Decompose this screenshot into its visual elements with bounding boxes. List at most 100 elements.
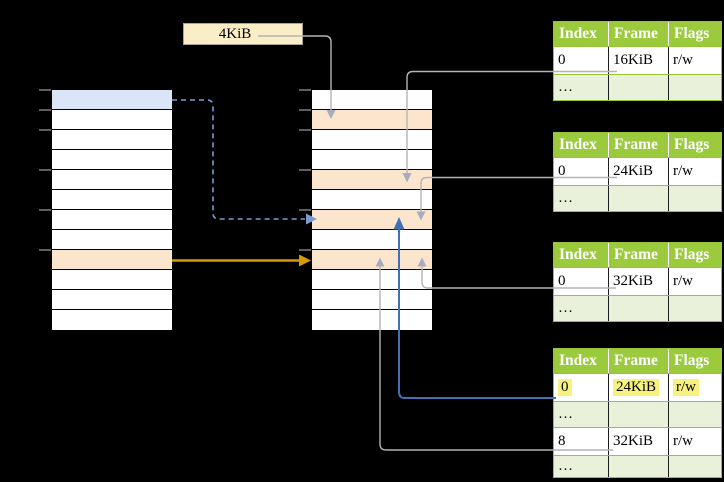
index-cell: 0 [554,268,609,295]
virtual-memory-column [51,89,173,332]
column-header-frame: Frame [609,22,669,46]
memory-row [52,90,172,110]
table-row: 0 32KiB r/w [554,267,721,295]
index-cell: 0 [554,158,609,185]
frame-cell: 16KiB [609,47,669,74]
address-tick [299,89,311,91]
memory-row [52,190,172,210]
address-tick [39,209,51,211]
table-row-ellipsis: … [554,455,721,477]
index-cell: … [554,456,609,477]
frame-row [312,130,432,150]
flags-cell [669,456,721,477]
flags-cell [669,186,721,211]
frame-row [312,270,432,290]
frame-cell [609,296,669,321]
frame-cell [609,402,669,427]
memory-row [52,150,172,170]
column-header-flags: Flags [674,25,710,42]
table-row-ellipsis: … [554,185,721,211]
address-tick [39,129,51,131]
frame-cell: 24KiB [609,374,669,401]
frame-cell [609,186,669,211]
table-header-row: Index Frame Flags [554,133,721,157]
frame-row [312,90,432,110]
page-table-3: Index Frame Flags 0 32KiB r/w … [553,242,722,322]
table-row: 0 16KiB r/w [554,46,721,74]
flags-cell: r/w [673,273,693,289]
memory-row [52,310,172,330]
frame-cell [609,456,669,477]
flags-cell: r/w [673,52,693,68]
index-cell: 8 [554,428,609,455]
flags-cell [669,296,721,321]
index-cell: … [554,75,609,100]
frame-row [312,170,432,190]
column-header-index: Index [554,133,609,157]
column-header-flags: Flags [674,136,710,153]
table-row-ellipsis: … [554,295,721,321]
table-header-row: Index Frame Flags [554,243,721,267]
frame-row [312,290,432,310]
page-size-label: 4KiB [183,23,303,45]
page-table-4: Index Frame Flags 0 24KiB r/w … 8 32KiB … [553,348,722,478]
frame-cell: 32KiB [609,428,669,455]
memory-row [52,170,172,190]
frame-row [312,150,432,170]
column-header-frame: Frame [609,243,669,267]
arrowhead-right-icon [299,254,311,267]
address-tick [39,249,51,251]
flags-cell [669,75,721,100]
memory-row [52,250,172,270]
index-cell: 0 [554,47,609,74]
page-table-2: Index Frame Flags 0 24KiB r/w … [553,132,722,212]
table-row-ellipsis: … [554,74,721,100]
address-tick [299,249,311,251]
frame-row [312,190,432,210]
address-tick [39,169,51,171]
address-tick [299,169,311,171]
address-tick [299,109,311,111]
address-tick [299,129,311,131]
page-table-1: Index Frame Flags 0 16KiB r/w … [553,21,722,101]
memory-row [52,230,172,250]
memory-row [52,210,172,230]
table-row: 8 32KiB r/w [554,427,721,455]
frame-cell: 32KiB [609,268,669,295]
table-row: 0 24KiB r/w [554,157,721,185]
frame-row [312,110,432,130]
index-cell: … [554,296,609,321]
table-row-ellipsis: … [554,401,721,427]
arrow-virtual-page-to-frame-dashed [172,99,305,220]
flags-cell: r/w [669,374,721,401]
address-tick [299,209,311,211]
table-row-highlighted: 0 24KiB r/w [554,373,721,401]
frame-row [312,210,432,230]
flags-cell [669,402,721,427]
address-tick [39,109,51,111]
memory-row [52,130,172,150]
page-size-label-text: 4KiB [218,25,252,42]
column-header-index: Index [554,349,609,373]
frame-row [312,310,432,330]
column-header-frame: Frame [609,133,669,157]
frame-row [312,230,432,250]
column-header-index: Index [554,22,609,46]
table-header-row: Index Frame Flags [554,349,721,373]
column-header-index: Index [554,243,609,267]
memory-row [52,270,172,290]
address-tick [39,89,51,91]
index-cell: 0 [554,374,609,401]
memory-row [52,110,172,130]
column-header-flags: Flags [674,246,710,263]
flags-cell: r/w [673,433,693,449]
flags-cell: r/w [673,163,693,179]
column-header-flags: Flags [674,352,710,369]
frame-cell [609,75,669,100]
frame-cell: 24KiB [609,158,669,185]
column-header-frame: Frame [609,349,669,373]
index-cell: … [554,402,609,427]
frame-row [312,250,432,270]
table-header-row: Index Frame Flags [554,22,721,46]
